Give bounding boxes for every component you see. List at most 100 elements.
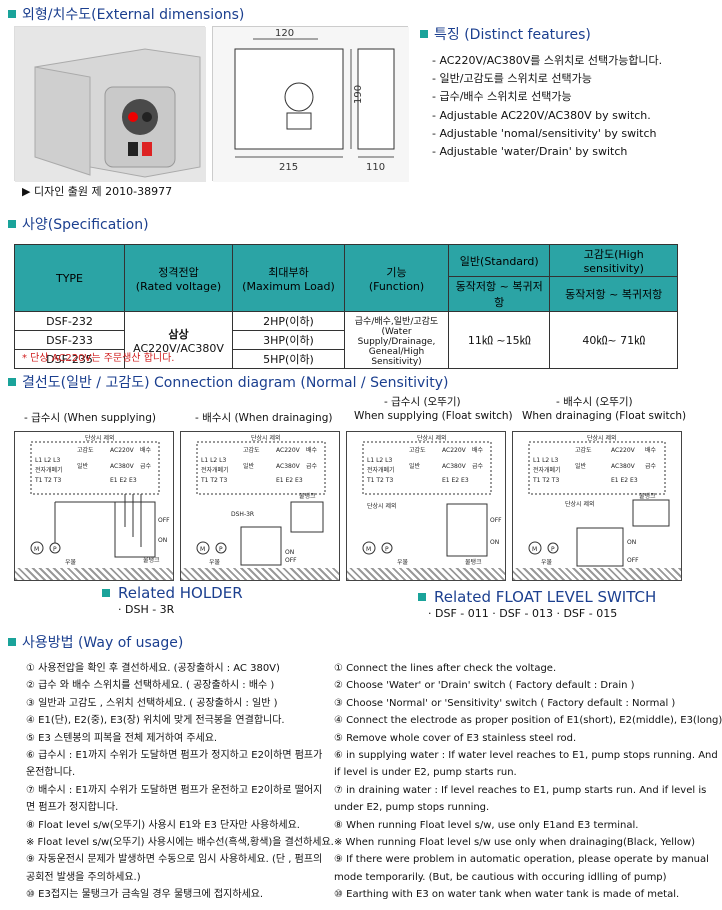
usage-step: if level is under E2, pump starts run. [334, 767, 517, 779]
diag-breaker-label: 전자개폐기 [533, 466, 561, 474]
float-bullet-icon [418, 593, 426, 601]
spec-function-line: Geneal/High Sensitivity) [368, 346, 425, 367]
usage-step: ⑩ Earthing with E3 on water tank when wa… [334, 889, 680, 901]
usage-step: ⑨ If there were problem in automatic ope… [334, 854, 709, 866]
diag-motor-label: M [366, 546, 371, 553]
spec-header-high-sub: 동작저항 ~ 복귀저항 [549, 276, 678, 312]
diag-box-top-label: 단상시 제외 [251, 434, 281, 442]
diag-normal-label: 일반 [575, 462, 587, 470]
diag-volt-label: AC220V [110, 447, 135, 454]
spec-standard-range: 11㏀ ~15㏀ [447, 311, 551, 369]
ground-hatch [181, 568, 339, 580]
diag-box-top-label: 단상시 제외 [587, 434, 617, 442]
section-bullet-icon [420, 30, 428, 38]
section-title-connection: 결선도(일반 / 고감도) Connection diagram (Normal… [8, 372, 448, 392]
spec-header-voltage: 정격전압 (Rated voltage) [124, 244, 233, 312]
related-holder-title: Related HOLDER [102, 584, 243, 602]
spec-header-function: 기능 (Function) [344, 244, 449, 312]
diag-off-label: OFF [285, 557, 297, 564]
spec-high-range: 40㏀~ 71㏀ [549, 311, 678, 369]
usage-step: ※ Float level s/w(오뚜기) 사용시에는 배수선(흑색,황색)을… [26, 837, 334, 849]
diag-terminals-l-label: L1 L2 L3 [367, 457, 392, 464]
usage-step: ⑥ in supplying water : If water level re… [334, 750, 718, 762]
section-title-spec: 사양(Specification) [8, 214, 149, 234]
diag-normal-label: 일반 [243, 462, 255, 470]
spec-header-type: TYPE [14, 244, 125, 312]
usage-step: ② Choose 'Water' or 'Drain' switch ( Fac… [334, 680, 635, 692]
diag-motor-label: M [200, 546, 205, 553]
diag-box-top-label: 단상시 제외 [85, 434, 115, 442]
feature-item: Adjustable 'nomal/sensitivity' by switch [432, 125, 662, 143]
diag-volt-label: AC220V [276, 447, 301, 454]
usage-step: ④ E1(단), E2(중), E3(장) 위치에 맞게 전극봉을 연결합니다. [26, 715, 285, 727]
diag-supply-label: 급수 [472, 463, 484, 470]
feature-item: 일반/고감도를 스위치로 선택가능 [432, 70, 662, 88]
diag-ac380-label: AC380V [110, 463, 135, 470]
diag-sens-label: 고감도 [575, 447, 592, 454]
diag-normal-label: 일반 [77, 462, 89, 470]
ground-hatch [513, 568, 681, 580]
usage-step: mode temporarily. (But, be cautious with… [334, 871, 667, 883]
diag-drain-label: 배수 [645, 446, 657, 454]
usage-step: under E2, pump stops running. [334, 802, 490, 814]
diag-well-label: 우물 [397, 559, 409, 566]
diag-on-label: ON [285, 549, 294, 556]
wiring-diagram-float-supply: 단상시 제외 L1 L2 L3 전자개폐기 고감도 AC220V 배수 일반 A… [346, 431, 506, 581]
diag-supply-label: 급수 [140, 463, 152, 470]
usage-step: ② 급수 와 배수 스위치를 선택하세요. ( 공장출하시 : 배수 ) [26, 680, 275, 692]
diag-pump-label: P [53, 546, 57, 553]
diag-terminals-l-label: L1 L2 L3 [533, 457, 558, 464]
spec-voltage-ko: 삼상 [168, 327, 189, 341]
spec-header-high: 고감도(High sensitivity) [549, 244, 678, 277]
diag-t-terms-label: T1 T2 T3 [200, 477, 227, 484]
usage-step: ⑦ 배수시 : E1까지 수위가 도달하면 펌프가 운전하고 E2이하로 떨어지 [26, 784, 323, 796]
ground-hatch [347, 568, 505, 580]
conn-label-float-drain-ko: - 배수시 (오뚜기) [556, 396, 633, 408]
section-bullet-icon [8, 378, 16, 386]
usage-step: ① Connect the lines after check the volt… [334, 663, 557, 674]
holder-bullet-icon [102, 589, 110, 597]
diag-tank-label: 물탱크 [639, 493, 656, 500]
spec-header-standard: 일반(Standard) [447, 244, 551, 277]
dim-215-label: 215 [279, 162, 298, 173]
dimension-drawing-svg: 120 190 215 110 [213, 27, 409, 182]
diag-off-label: OFF [627, 557, 639, 564]
diag-terminals-l-label: L1 L2 L3 [201, 457, 226, 464]
diag-on-label: ON [490, 539, 499, 546]
conn-label-float-supply-ko: - 급수시 (오뚜기) [384, 396, 461, 408]
spec-header-load: 최대부하 (Maximum Load) [232, 244, 345, 312]
diag-tank-label: 물탱크 [299, 493, 316, 500]
section-bullet-icon [8, 220, 16, 228]
diag-t-terms-label: T1 T2 T3 [366, 477, 393, 484]
spec-type-cell: DSF-232 [14, 311, 125, 331]
diag-e-terms-label: E1 E2 E3 [110, 477, 137, 484]
conn-label-supply: - 급수시 (When supplying) [24, 412, 156, 424]
diag-e-terms-label: E1 E2 E3 [611, 477, 638, 484]
ground-hatch [15, 568, 173, 580]
usage-step: 면 펌프가 정지합니다. [26, 802, 119, 814]
diag-ac380-label: AC380V [611, 463, 636, 470]
diag-single-label: 단상시 제외 [367, 502, 397, 510]
diag-motor-label: M [34, 546, 39, 553]
section-title-dimensions: 외형/치수도(External dimensions) [8, 4, 244, 24]
diag-well-label: 우물 [209, 559, 221, 566]
related-float-models: · DSF - 011 · DSF - 013 · DSF - 015 [428, 607, 618, 620]
spec-header-standard-sub: 동작저항 ~ 복귀저항 [447, 276, 551, 312]
diag-on-label: ON [627, 539, 636, 546]
usage-step: ④ Connect the electrode as proper positi… [334, 715, 722, 727]
diag-e-terms-label: E1 E2 E3 [442, 477, 469, 484]
dim-110-label: 110 [366, 162, 385, 173]
usage-step: ③ Choose 'Normal' or 'Sensitivity' switc… [334, 697, 676, 709]
spec-load-cell: 5HP(이하) [232, 349, 345, 369]
diag-breaker-label: 전자개폐기 [201, 466, 229, 474]
spec-load-cell: 2HP(이하) [232, 311, 345, 331]
section-bullet-icon [8, 10, 16, 18]
diag-e-terms-label: E1 E2 E3 [276, 477, 303, 484]
usage-step: ⑦ in draining water : If level reaches t… [334, 784, 707, 796]
spec-type-cell: DSF-235 [14, 349, 125, 369]
usage-step: ⑧ Float level s/w(오뚜기) 사용시 E1와 E3 단자만 사용… [26, 819, 300, 831]
usage-step: ⑧ When running Float level s/w, use only… [334, 819, 639, 831]
usage-list-english: ① Connect the lines after check the volt… [334, 660, 722, 904]
diag-pump-label: P [551, 546, 555, 553]
related-float-title: Related FLOAT LEVEL SWITCH [418, 588, 656, 606]
